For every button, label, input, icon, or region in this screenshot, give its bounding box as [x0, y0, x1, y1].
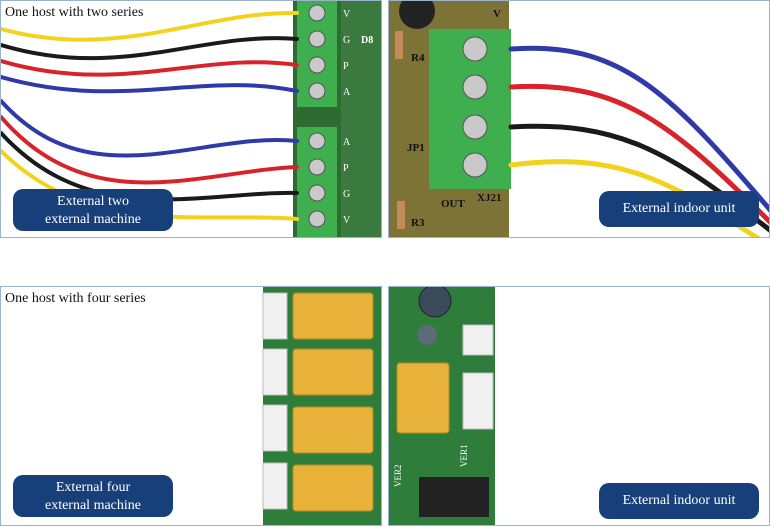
svg-text:JP1: JP1: [407, 142, 425, 154]
svg-text:G: G: [343, 35, 350, 46]
relay-board-photo: [262, 287, 381, 525]
svg-text:VER1: VER1: [459, 445, 469, 468]
badge-indoor-unit-top: External indoor unit: [599, 191, 759, 227]
photo-indoor-unit-two: R4 JP1 OUT XJ21 R3 V External indoor uni…: [388, 0, 770, 238]
svg-text:P: P: [343, 61, 349, 72]
svg-text:VER2: VER2: [393, 465, 403, 488]
svg-text:P: P: [343, 163, 349, 174]
caption-four-series: One host with four series: [3, 291, 148, 307]
svg-text:A: A: [343, 87, 351, 98]
badge-line-2: external machine: [44, 498, 141, 513]
caption-two-series: One host with two series: [3, 5, 146, 21]
relay-2: [292, 348, 374, 396]
relay-4: [292, 464, 374, 512]
photo-two-series-external: V G P A A P G V D8 One host with two ser…: [0, 0, 382, 238]
relay: [396, 362, 450, 434]
badge-external-two: External two external machine: [13, 189, 173, 231]
badge-line-1: External four: [55, 480, 131, 495]
badge-line-1: External two: [57, 194, 129, 209]
svg-text:XJ21: XJ21: [477, 192, 501, 204]
badge-line-2: external machine: [44, 212, 141, 227]
badge-indoor-unit-bottom: External indoor unit: [599, 483, 759, 519]
svg-text:R4: R4: [411, 52, 425, 64]
relay-3: [292, 406, 374, 454]
relay-1: [292, 292, 374, 340]
svg-text:R3: R3: [411, 217, 425, 229]
wiring-photo: V G P A A P G V D8: [1, 1, 381, 237]
indoor-pcb-photo: R4 JP1 OUT XJ21 R3 V: [389, 1, 769, 237]
svg-text:V: V: [493, 8, 501, 20]
svg-text:D8: D8: [361, 35, 373, 46]
badge-external-four: External four external machine: [13, 475, 173, 517]
indoor-relay-photo: VER1 VER2: [389, 287, 495, 525]
svg-text:OUT: OUT: [441, 198, 466, 210]
svg-text:V: V: [343, 215, 351, 226]
photo-indoor-unit-four: VER1 VER2 External indoor unit: [388, 286, 770, 526]
pcb-label-v-top: V: [343, 9, 351, 20]
photo-four-series-external: One host with four series External four …: [0, 286, 382, 526]
svg-text:A: A: [343, 137, 351, 148]
svg-text:G: G: [343, 189, 350, 200]
